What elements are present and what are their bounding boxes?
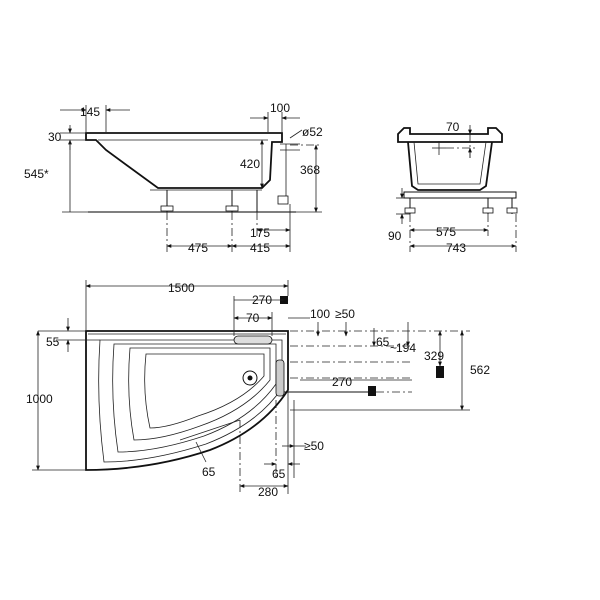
end-view: 70 90 575 743 [388,120,518,255]
dim-bottom-width: 280 [258,485,278,499]
dim-rim-width: 145 [80,105,100,119]
dim-end-width: 100 [270,101,290,115]
dim-end-leg-spacing: 575 [436,225,456,239]
approx-symbol: ~ [390,341,397,355]
dim-waste-height: 329 [424,349,444,363]
dim-plan-width: 1000 [26,392,53,406]
dim-inner-depth: 420 [240,157,260,171]
dim-curve-radius: 65 [202,465,216,479]
dim-waste-side: 562 [470,363,490,377]
dim-min-clearance-top: ≥50 [335,307,355,321]
plan-view: 1500 270 70 100 ≥50 65 194 ~ 329 562 [26,280,490,499]
dim-waste-pipe-length: 270 [332,375,352,389]
dim-overall-width: 743 [446,241,466,255]
dim-leg-offset-right: 175 [250,226,270,240]
dim-foot-height: 90 [388,229,402,243]
dim-tap-offset: 270 [252,293,272,307]
dim-overflow-diameter: ø52 [302,125,323,139]
dim-tap-width: 70 [246,311,260,325]
dim-corner-offset: 55 [46,335,60,349]
dim-overflow-offset: 100 [310,307,330,321]
dim-bottom-offset: 65 [272,467,286,481]
dim-waste-offset: 65 [376,335,390,349]
dim-rim-thickness: 30 [48,130,62,144]
dim-drain-offset: 415 [250,241,270,255]
dim-total-height: 545* [24,167,49,181]
dim-leg-spacing: 475 [188,241,208,255]
dim-drain-position: 70 [446,120,460,134]
dim-waste-to-edge: 194 [396,341,416,355]
dim-plan-length: 1500 [168,281,195,295]
dim-min-clearance-bottom: ≥50 [304,439,324,453]
side-view: 145 100 30 545* 420 ø52 368 [24,101,323,255]
dim-overflow-height: 368 [300,163,320,177]
